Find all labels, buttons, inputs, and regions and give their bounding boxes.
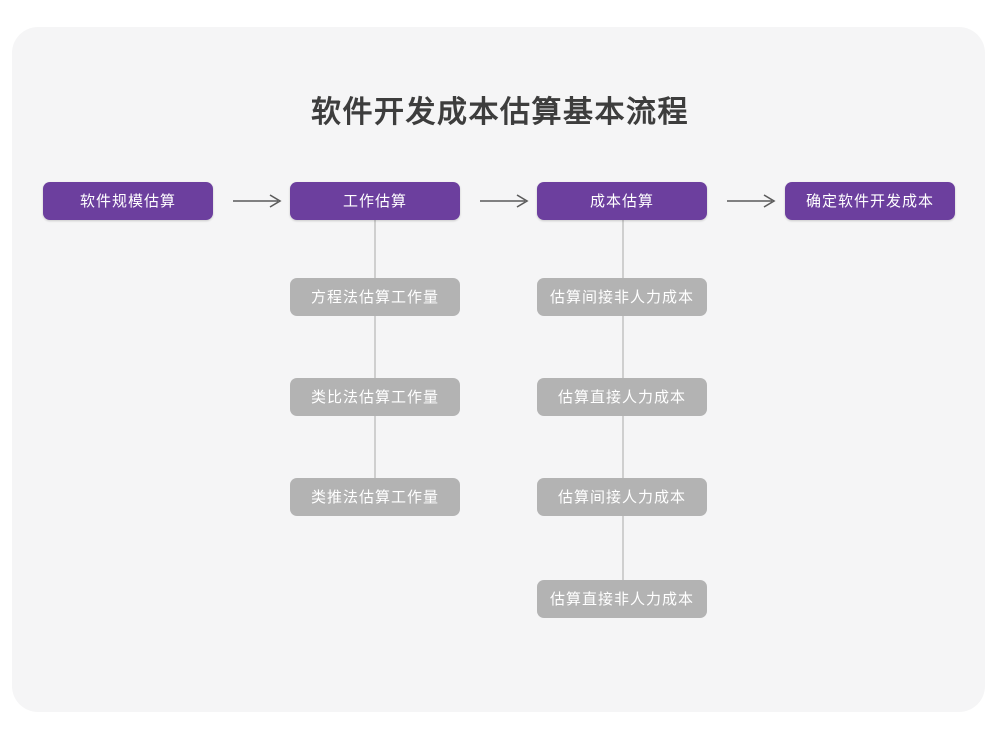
stage-node-label: 成本估算: [589, 192, 654, 210]
substep-node-label: 估算直接人力成本: [557, 388, 686, 406]
content-card: [12, 27, 985, 712]
substep-node-analogy-method-effort[interactable]: 类比法估算工作量: [290, 378, 460, 416]
stage-node-label: 软件规模估算: [79, 192, 176, 210]
substep-node-indirect-nonlabor-cost[interactable]: 估算间接非人力成本: [537, 278, 707, 316]
substep-node-label: 方程法估算工作量: [310, 288, 439, 306]
stage-node-software-scale-estimation[interactable]: 软件规模估算: [43, 182, 213, 220]
connector-line-stage2: [374, 220, 376, 500]
arrow-right-icon-2: [475, 189, 535, 213]
stage-node-cost-estimation[interactable]: 成本估算: [537, 182, 707, 220]
substep-node-label: 估算间接非人力成本: [549, 288, 694, 306]
substep-node-direct-nonlabor-cost[interactable]: 估算直接非人力成本: [537, 580, 707, 618]
substep-node-label: 类推法估算工作量: [310, 488, 439, 506]
substep-node-label: 估算间接人力成本: [557, 488, 686, 506]
stage-node-effort-estimation[interactable]: 工作估算: [290, 182, 460, 220]
substep-node-inference-method-effort[interactable]: 类推法估算工作量: [290, 478, 460, 516]
stage-node-determine-development-cost[interactable]: 确定软件开发成本: [785, 182, 955, 220]
arrow-right-icon-1: [228, 189, 288, 213]
stage-node-label: 确定软件开发成本: [805, 192, 934, 210]
arrow-right-icon-3: [722, 189, 782, 213]
stage-node-label: 工作估算: [342, 192, 407, 210]
substep-node-label: 估算直接非人力成本: [549, 590, 694, 608]
substep-node-indirect-labor-cost[interactable]: 估算间接人力成本: [537, 478, 707, 516]
substep-node-label: 类比法估算工作量: [310, 388, 439, 406]
page-title: 软件开发成本估算基本流程: [311, 96, 689, 129]
substep-node-equation-method-effort[interactable]: 方程法估算工作量: [290, 278, 460, 316]
substep-node-direct-labor-cost[interactable]: 估算直接人力成本: [537, 378, 707, 416]
